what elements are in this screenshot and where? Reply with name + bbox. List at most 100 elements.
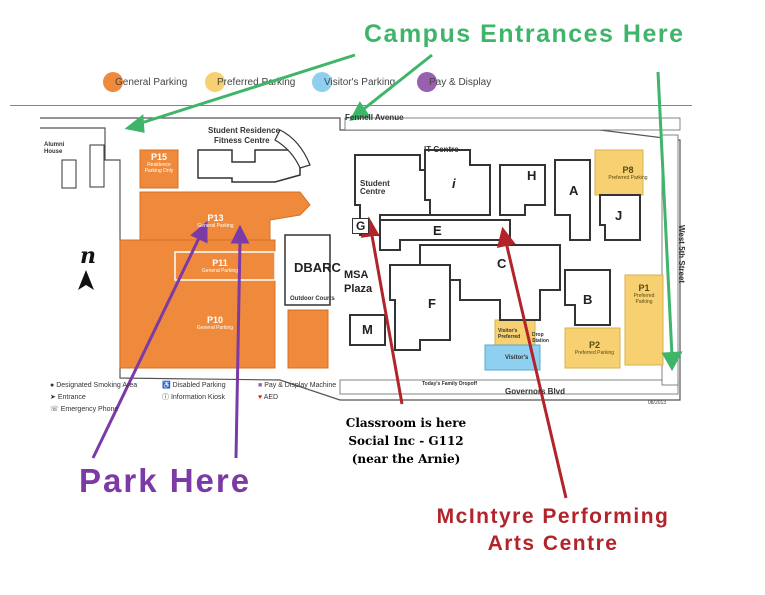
key-info: ⓘ Information Kiosk [162,394,226,401]
lot-p2 [564,327,621,369]
key-paydisplay: ■ Pay & Display Machine [258,382,337,389]
map-key-right: ■ Pay & Display Machine ♥ AED [258,380,336,404]
building-a [554,159,591,241]
key-smoking-label: Designated Smoking Area [56,382,138,389]
north-arrow-icon [78,270,94,290]
label-visitors-preferred: Visitor's Preferred [498,328,521,340]
legend-label: General Parking [115,76,188,88]
legend-label: Pay & Display [429,76,492,88]
building-f [389,264,451,351]
campus-entrances-title: Campus Entrances Here [364,20,685,48]
legend-visitor-parking: Visitor's Parking [312,72,395,92]
building-label-e: E [433,223,442,238]
road-label-fennell: Fennell Avenue [345,113,404,122]
label-student-residence: Student Residence [208,126,281,135]
lot-label-p8: P8 Preferred Parking [608,165,648,181]
alumni-annex [89,144,105,188]
key-paydisplay-label: Pay & Display Machine [264,382,337,389]
lot-small-orange [287,309,329,369]
fennell-avenue-road [344,117,681,131]
lot-p8 [594,149,644,196]
key-info-label: Information Kiosk [170,394,226,401]
lot-name: P11 [212,258,228,268]
lot-label-p2: P2 Preferred Parking [572,340,617,356]
building-label-i: i [452,176,456,191]
lot-sub: Preferred Parking [574,350,615,356]
building-e [379,219,511,251]
building-label-a: A [569,183,579,198]
lot-name: P10 [206,315,223,325]
key-emergency-label: Emergency Phone [60,406,119,413]
building-b [564,269,611,326]
legend-label: Preferred Parking [217,76,296,88]
label-fitness-centre: Fitness Centre [214,136,270,145]
label-drop-station: Drop Station [532,332,549,344]
alumni-house-building [61,159,77,189]
lot-label-p11: P11 General Parking [185,258,255,274]
building-j [599,194,641,241]
building-m [349,314,386,346]
map-key-mid: ♿ Disabled Parking ⓘ Information Kiosk [162,380,226,404]
key-smoking: ● Designated Smoking Area [50,382,138,389]
key-aed: ♥ AED [258,394,279,401]
key-emergency: ☏ Emergency Phone [50,406,119,413]
legend-label: Visitor's Parking [324,76,396,88]
key-aed-label: AED [263,394,279,401]
lot-sub: General Parking [201,268,239,274]
building-label-j: J [615,208,623,223]
label-dbarc: DBARC [294,260,341,275]
lot-p1 [624,274,664,366]
label-student-centre: Student Centre [360,179,390,196]
residence-building [197,149,301,183]
map-key-left: ● Designated Smoking Area ➤ Entrance ☏ E… [50,380,137,416]
lot-name: P15 [150,152,167,162]
building-label-g: G [352,218,370,234]
building-it-centre [424,149,491,216]
purple-arrow-1 [91,235,202,459]
lot-label-p15: P15 Residence Parking Only [140,152,178,174]
lot-label-p13: P13 General Parking [188,213,243,229]
building-label-c: C [497,256,507,271]
park-here-label: Park Here [79,462,252,499]
legend-general-parking: General Parking [103,72,187,92]
building-label-f: F [428,296,436,311]
pay-display-swatch [417,72,437,92]
lot-sub: Preferred Parking [633,293,655,305]
label-it-centre: IT Centre [424,145,459,154]
lot-sub: Residence Parking Only [144,162,174,174]
lot-label-p1: P1 Preferred Parking [626,283,662,305]
building-label-m: M [362,322,373,337]
key-entrance: ➤ Entrance [50,394,86,401]
lot-sub: General Parking [196,325,234,331]
lot-name: P13 [207,213,224,223]
label-msa-plaza: MSA Plaza [344,269,373,295]
building-h [499,164,546,216]
classroom-line3: (near the Arnie) [351,452,461,466]
lot-sub: General Parking [197,223,234,229]
preferred-parking-swatch [205,72,225,92]
purple-arrow-2 [234,239,242,459]
mcintyre-label: McIntyre Performing Arts Centre [408,503,698,557]
label-visitors: Visitor's [505,355,529,361]
dbarc-building [284,234,331,306]
lot-name: P2 [588,340,600,350]
legend-preferred-parking: Preferred Parking [205,72,295,92]
mcintyre-line1: McIntyre Performing [436,505,670,528]
visitor-parking-swatch [312,72,332,92]
classroom-note: Classroom is here Social Inc - G112 (nea… [336,414,476,468]
classroom-line2: Social Inc - G112 [348,434,464,448]
building-label-b: B [583,292,593,307]
north-label: n [80,243,96,269]
green-arrow-1 [137,53,356,126]
general-parking-swatch [103,72,123,92]
red-arrow-mcintyre [504,241,568,499]
divider-line [10,105,692,106]
fitness-centre-building [274,129,311,169]
lot-p15 [139,149,179,189]
legend-pay-display: Pay & Display [417,72,491,92]
road-label-governors: Governors Blvd [505,387,566,396]
map-date: 08/2013 [648,400,667,406]
key-disabled-label: Disabled Parking [172,382,226,389]
governors-blvd-road [339,379,679,395]
